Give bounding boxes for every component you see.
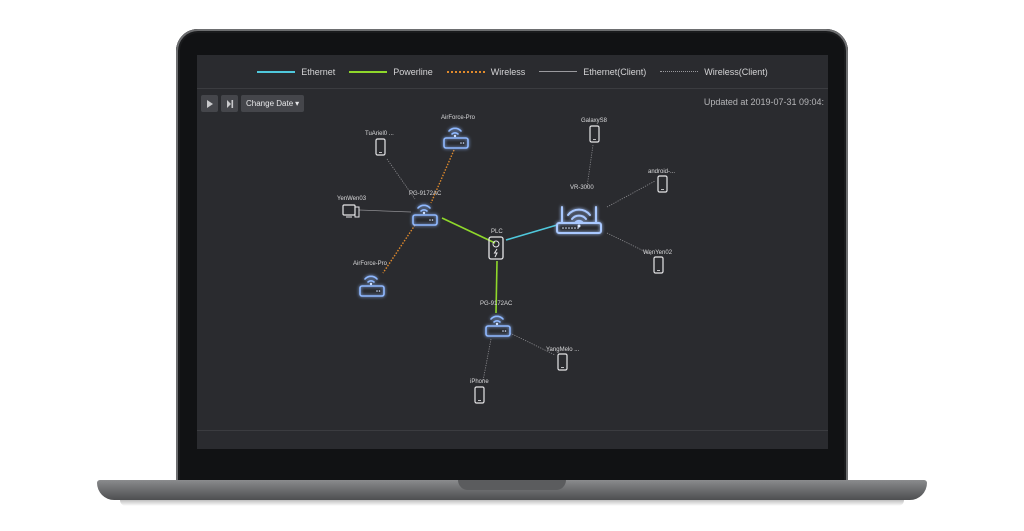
router-vr3000[interactable] bbox=[556, 206, 602, 234]
node-label: PLC bbox=[491, 229, 503, 235]
legend-item-wireless: Wireless bbox=[446, 66, 526, 77]
phone-icon[interactable] bbox=[557, 353, 568, 371]
wireless-client-link bbox=[509, 332, 556, 356]
legend-item-powerline: Powerline bbox=[349, 67, 433, 77]
wireless-client-line-swatch bbox=[660, 71, 699, 72]
phone-icon[interactable] bbox=[657, 175, 668, 193]
ethernet-client-line-swatch bbox=[539, 71, 578, 72]
powerline-line-swatch bbox=[349, 70, 388, 73]
extender-airforce-top[interactable] bbox=[443, 127, 469, 149]
desktop-icon[interactable] bbox=[342, 204, 360, 218]
phone-icon[interactable] bbox=[589, 125, 600, 143]
node-label: VR-3000 bbox=[570, 185, 594, 191]
legend-item-ethernet: Ethernet bbox=[257, 67, 335, 77]
node-label: GalaxyS8 bbox=[581, 118, 608, 124]
node-label: iPhone bbox=[470, 379, 489, 385]
links bbox=[358, 144, 656, 382]
legend-bar: Ethernet Powerline Wireless Ethernet(Cli… bbox=[197, 55, 828, 89]
wireless-client-link bbox=[606, 180, 656, 208]
updated-timestamp: Updated at 2019-07-31 09:04: bbox=[703, 97, 824, 107]
app-screen: Ethernet Powerline Wireless Ethernet(Cli… bbox=[197, 55, 828, 449]
wireless-client-link bbox=[482, 338, 492, 382]
step-forward-button[interactable] bbox=[221, 95, 238, 112]
laptop-shadow bbox=[120, 500, 904, 506]
play-icon bbox=[206, 99, 213, 108]
wireless-client-link bbox=[586, 144, 594, 188]
change-date-dropdown[interactable]: Change Date ▾ bbox=[241, 95, 305, 112]
extender-pg-bottom[interactable] bbox=[485, 315, 511, 337]
extender-pg-left[interactable] bbox=[412, 204, 438, 226]
legend-label: Powerline bbox=[393, 66, 433, 77]
step-forward-icon bbox=[226, 99, 233, 108]
legend-label: Ethernet bbox=[301, 66, 336, 77]
node-label: PG-9172AC bbox=[480, 301, 513, 307]
extender-airforce-left[interactable] bbox=[359, 275, 385, 297]
laptop-notch bbox=[458, 480, 566, 490]
node-label: AirForce-Pro bbox=[353, 261, 388, 267]
plc-adapter[interactable] bbox=[488, 236, 504, 260]
powerline-link bbox=[441, 217, 496, 244]
wireless-link bbox=[382, 224, 416, 274]
node-label: TuAriel0 ... bbox=[365, 131, 394, 137]
powerline-link bbox=[495, 260, 498, 314]
chevron-down-icon: ▾ bbox=[295, 99, 300, 108]
node-label: YenWen03 bbox=[337, 196, 367, 202]
phone-icon[interactable] bbox=[375, 138, 386, 156]
legend-label: Wireless bbox=[490, 66, 526, 77]
ethernet-client-link bbox=[358, 209, 412, 213]
node-label: WenYen02 bbox=[643, 250, 673, 256]
node-label: AirForce-Pro bbox=[441, 115, 476, 121]
network-topology: AirForce-Pro PG-9172AC AirForce-Pro bbox=[337, 115, 675, 404]
play-button[interactable] bbox=[201, 95, 218, 112]
legend-label: Wireless(Client) bbox=[704, 66, 768, 77]
wireless-client-link bbox=[386, 158, 416, 200]
phone-icon[interactable] bbox=[653, 256, 664, 274]
wireless-client-link bbox=[606, 232, 653, 256]
legend-item-wireless-client: Wireless(Client) bbox=[660, 67, 768, 77]
node-label: YangMelo ... bbox=[546, 347, 580, 353]
change-date-label: Change Date bbox=[246, 99, 294, 108]
node-label: android-... bbox=[648, 169, 675, 175]
ethernet-link bbox=[505, 224, 558, 241]
footer-divider bbox=[197, 430, 828, 431]
laptop-base bbox=[97, 480, 927, 500]
node-label: PG-9172AC bbox=[409, 191, 442, 197]
legend-label: Ethernet(Client) bbox=[583, 66, 647, 77]
wireless-line-swatch bbox=[446, 70, 485, 73]
legend-item-ethernet-client: Ethernet(Client) bbox=[539, 67, 646, 77]
phone-icon[interactable] bbox=[474, 386, 485, 404]
wireless-link bbox=[430, 149, 455, 204]
playback-toolbar: Change Date ▾ bbox=[201, 95, 305, 112]
ethernet-line-swatch bbox=[257, 70, 296, 73]
